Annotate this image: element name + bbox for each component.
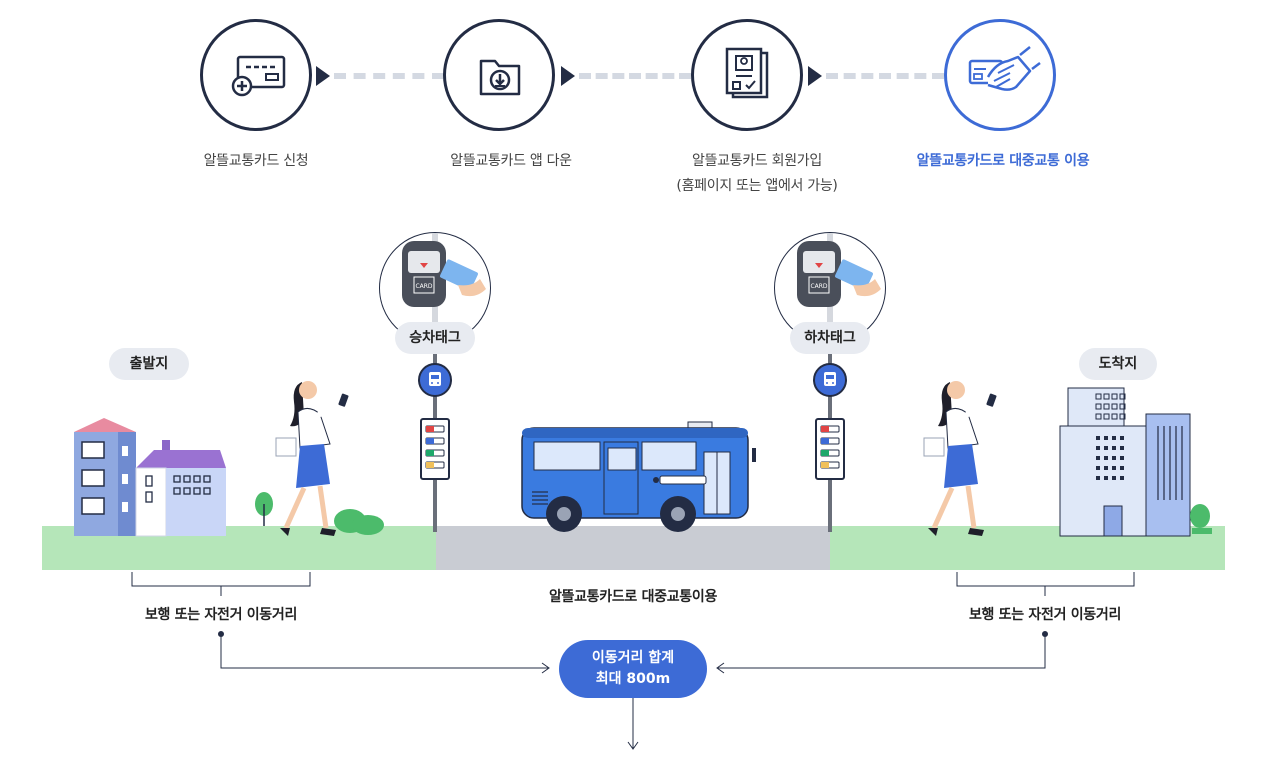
bush-illustration bbox=[334, 509, 384, 535]
step-1-circle bbox=[200, 19, 312, 131]
step-1-arrow-icon bbox=[316, 66, 330, 86]
bus-stop-sign-icon bbox=[813, 363, 847, 397]
step-3-label: 알뜰교통카드 회원가입 bbox=[692, 153, 822, 169]
route-board bbox=[420, 418, 450, 480]
origin-label: 출발지 bbox=[109, 348, 189, 380]
step-2-circle bbox=[443, 19, 555, 131]
step-4-label: 알뜰교통카드로 대중교통 이용 bbox=[916, 153, 1090, 169]
reader-card-text: CARD bbox=[810, 283, 827, 290]
board-tag-label: 승차태그 bbox=[395, 322, 475, 354]
card-reader-icon: CARD bbox=[797, 233, 881, 343]
destination-building-illustration bbox=[1059, 387, 1191, 537]
step-1-label: 알뜰교통카드 신청 bbox=[203, 153, 309, 169]
member-register-icon bbox=[725, 47, 769, 99]
origin-houses-illustration bbox=[74, 418, 226, 537]
card-reader-icon: CARD bbox=[402, 233, 486, 343]
tree-illustration bbox=[255, 492, 273, 526]
step-connector bbox=[826, 73, 944, 79]
reader-card-text: CARD bbox=[415, 283, 432, 290]
tree-illustration bbox=[1190, 504, 1212, 534]
card-apply-icon bbox=[231, 55, 286, 97]
step-connector bbox=[579, 73, 691, 79]
walking-woman-right-illustration bbox=[923, 381, 997, 536]
step-3-circle bbox=[691, 19, 803, 131]
walking-woman-left-illustration bbox=[275, 381, 349, 536]
alight-tag-label: 하차태그 bbox=[790, 322, 870, 354]
step-3-arrow-icon bbox=[808, 66, 822, 86]
walk-distance-left-caption: 보행 또는 자전거 이동거리 bbox=[144, 607, 298, 623]
route-board bbox=[815, 418, 845, 480]
card-handover-icon bbox=[968, 46, 1041, 91]
bus-illustration bbox=[521, 421, 756, 532]
total-distance-line2: 최대 800m bbox=[595, 671, 671, 687]
total-distance-line1: 이동거리 합계 bbox=[591, 650, 675, 666]
transit-caption: 알뜰교통카드로 대중교통이용 bbox=[548, 589, 718, 605]
bus-stop-sign-icon bbox=[418, 363, 452, 397]
destination-label: 도착지 bbox=[1079, 348, 1157, 380]
walk-distance-right-caption: 보행 또는 자전거 이동거리 bbox=[968, 607, 1122, 623]
total-distance-badge: 이동거리 합계 최대 800m bbox=[559, 640, 707, 698]
step-2-arrow-icon bbox=[561, 66, 575, 86]
step-2-label: 알뜰교통카드 앱 다운 bbox=[450, 153, 572, 169]
step-3-sublabel: (홈페이지 또는 앱에서 가능) bbox=[676, 178, 838, 194]
step-4-circle bbox=[944, 19, 1056, 131]
app-download-icon bbox=[479, 59, 521, 96]
road bbox=[436, 526, 830, 570]
step-connector bbox=[334, 73, 444, 79]
